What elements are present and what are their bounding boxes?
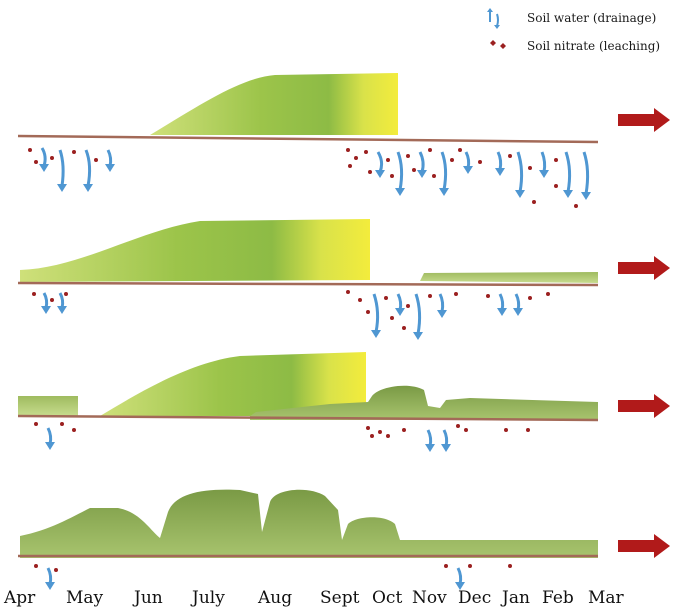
scenario-1 <box>17 73 670 208</box>
cover-crop-shape <box>20 489 598 558</box>
nitrate-dots <box>34 564 512 572</box>
right-arrow <box>618 256 670 280</box>
legend-water-label: Soil water (drainage) <box>527 11 656 25</box>
soil-line <box>17 134 599 144</box>
main-crop-shape <box>20 219 370 282</box>
month-label: Jan <box>500 588 530 607</box>
month-label: Oct <box>372 588 402 607</box>
month-label: Nov <box>412 588 447 607</box>
water-arrowheads <box>39 164 591 200</box>
month-label: Aug <box>257 588 292 607</box>
right-arrow <box>618 534 670 558</box>
soil-line <box>17 414 599 422</box>
scenario-4 <box>18 489 670 590</box>
legend-nitrate-label: Soil nitrate (leaching) <box>527 39 660 53</box>
month-label: July <box>190 588 225 607</box>
legend: Soil water (drainage) Soil nitrate (leac… <box>487 8 660 53</box>
month-label: Feb <box>542 588 574 607</box>
month-label: Jun <box>132 588 163 607</box>
water-arrows <box>40 147 590 195</box>
water-arrowheads <box>45 442 451 452</box>
nitrate-legend-icon <box>490 40 506 49</box>
cover-crop-shape <box>420 272 598 283</box>
nitrate-dots <box>32 290 550 330</box>
right-arrow <box>618 108 670 132</box>
scenario-2 <box>17 219 670 340</box>
water-arrows <box>46 567 463 585</box>
month-label: May <box>66 588 104 607</box>
water-arrowheads <box>45 582 465 590</box>
soil-line <box>17 281 599 287</box>
scenario-3 <box>17 352 670 452</box>
month-label: Apr <box>3 588 36 607</box>
water-arrows <box>42 292 521 335</box>
month-axis: Apr May Jun July Aug Sept Oct Nov Dec Ja… <box>3 588 625 607</box>
right-arrow <box>618 394 670 418</box>
nitrate-dots <box>34 422 530 438</box>
nitrate-dots <box>28 148 578 208</box>
month-label: Sept <box>320 588 360 607</box>
water-arrowheads <box>41 306 523 340</box>
early-cover-shape <box>18 396 78 416</box>
main-crop-shape <box>100 352 366 416</box>
month-label: Mar <box>588 588 625 607</box>
month-label: Dec <box>458 588 491 607</box>
water-legend-icon <box>487 8 500 29</box>
cover-crop-shape <box>250 385 598 420</box>
main-crop-shape <box>150 73 398 135</box>
